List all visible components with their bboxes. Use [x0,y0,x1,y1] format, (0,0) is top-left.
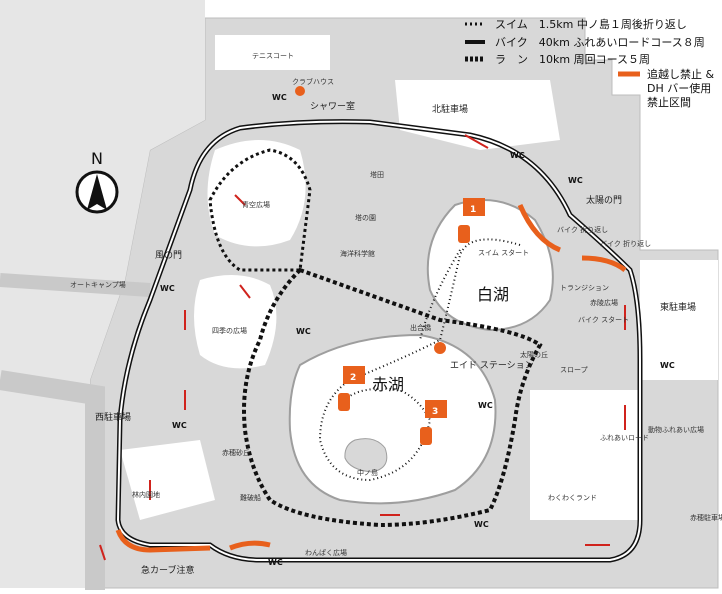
buoy-3: 3 [420,400,447,445]
right-field [530,390,640,520]
label-nakanoshima: 中ノ島 [357,468,378,477]
label-wanpaku-plaza: わんぱく広場 [305,548,347,557]
buoy-3-label: 3 [432,407,438,417]
label-autocamp: オートキャンプ場 [70,280,126,289]
legend-bike: バイク 40km ふれあいロードコース８周 [495,36,705,49]
wc-10: WC [268,558,283,567]
label-marine-science-hall: 海洋科学館 [340,249,375,258]
left-road2 [0,273,151,297]
no-pass-4 [229,540,271,551]
wc-4: WC [160,284,175,293]
legend-run: ラ ン 10km 周回コース５周 [495,53,650,66]
label-animal-plaza: 動物ふれあい広場 [648,425,704,434]
no-pass-2 [581,255,627,273]
label-fureai-road: ふれあいロード [600,434,649,442]
nakanoshima-island [344,438,388,473]
blue-sky-plaza-area [207,140,306,247]
legend: スイム 1.5km 中ノ島１周後折り返し バイク 40km ふれあいロードコース… [465,17,714,109]
label-blue-sky-plaza: 青空広場 [242,200,270,209]
legend-no-pass-2: DH バー使用 [647,82,711,95]
left-road [0,370,105,590]
aid-station-marker [434,342,446,354]
buoy-1-label: 1 [470,205,476,215]
label-tennis-court: テニスコート [252,52,294,60]
label-red-parking: 赤穂駐車場 [690,513,722,522]
label-bike-start: バイク スタート [578,315,629,324]
direction-arrows [99,134,626,561]
buoy-2-label: 2 [350,373,356,383]
label-tower-field: 塔田 [370,170,384,179]
label-red-lake: 赤湖 [372,375,404,394]
label-waku-land: わくわくランド [548,494,597,502]
label-four-seasons-plaza: 四季の広場 [212,326,247,335]
wc-1: WC [272,93,287,102]
buoy-2: 2 [338,366,365,411]
outer-gray [0,0,205,588]
no-pass-1 [517,204,562,253]
label-tower-garden: 塔の園 [355,213,376,222]
label-sun-gate: 太陽の門 [586,194,622,206]
label-shower-room: シャワー室 [310,100,355,112]
white-lake [426,199,554,332]
shower-marker [295,86,305,96]
club-area [215,35,330,70]
red-lake [288,333,497,505]
four-seasons-area [194,275,277,369]
label-sharp-curve: 急カーブ注意 [141,564,194,576]
run-course-north [208,148,312,272]
label-wind-gate: 風の門 [155,250,182,261]
label-swim-start: スイム スタート [478,248,529,257]
wc-8: WC [478,401,493,410]
label-bike-lap2: バイク 折り返し [600,239,651,248]
compass-label: N [91,149,103,168]
legend-no-pass-1: 追越し禁止 & [647,67,714,81]
wc-9: WC [474,520,489,529]
legend-no-pass-3: 禁止区間 [647,96,691,109]
wc-7: WC [172,421,187,430]
label-start-sign: 出合橋 [410,323,431,332]
label-ship: 難破船 [240,493,261,502]
label-aid-station: エイド ステーション [450,360,534,371]
wc-markers: WC WC WC WC WC WC WC WC WC WC [160,93,675,567]
label-slope: スロープ [560,366,588,374]
label-north-parking: 北駐車場 [432,103,468,115]
wc-2: WC [510,151,525,160]
label-east-parking: 東駐車場 [660,301,696,313]
label-white-lake: 白湖 [477,285,509,304]
legend-swim: スイム 1.5km 中ノ島１周後折り返し [495,17,687,31]
no-pass-3 [115,529,211,553]
label-sun-parking: 赤陵広場 [590,298,618,307]
wc-5: WC [296,327,311,336]
swim-course [318,238,521,482]
label-forest-garden: 林内園地 [132,490,160,499]
label-west-parking: 西駐車場 [95,411,131,423]
label-bike-lap: バイク 折り返し [557,225,608,234]
forest-garden-area [120,440,215,520]
wc-3: WC [568,176,583,185]
east-parking-area [640,260,718,380]
compass: N [75,149,119,214]
label-sun-hill: 太陽の丘 [520,350,548,359]
label-red-dune: 赤穂砂丘 [222,448,250,457]
buoy-1: 1 [458,198,485,243]
label-transition: トランジション [560,284,609,292]
wc-6: WC [660,361,675,370]
label-club-house: クラブハウス [292,77,334,86]
bike-course-inner [116,120,641,561]
